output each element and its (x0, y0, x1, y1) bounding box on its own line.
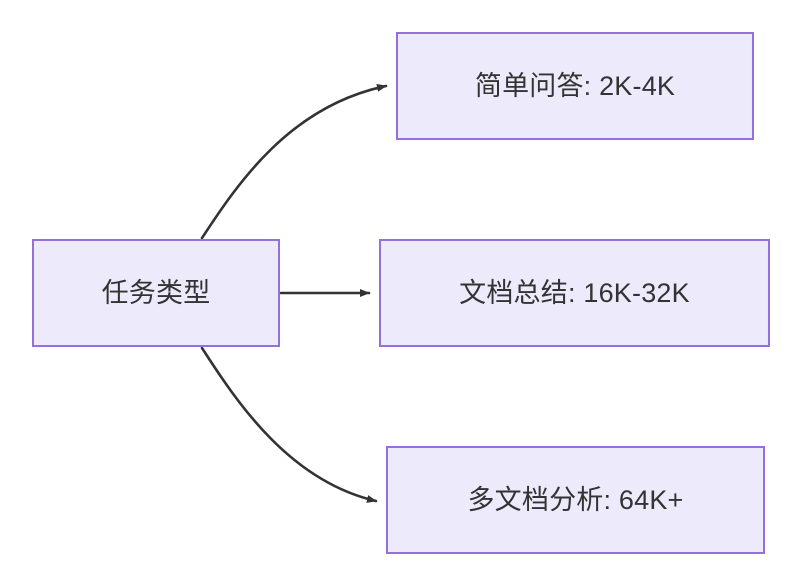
node-doc-summary[interactable]: 文档总结: 16K-32K (379, 239, 770, 347)
node-task-type-label: 任务类型 (101, 277, 211, 308)
node-multi-doc[interactable]: 多文档分析: 64K+ (386, 446, 765, 554)
node-multi-doc-label: 多文档分析: 64K+ (467, 484, 684, 515)
node-task-type[interactable]: 任务类型 (32, 239, 280, 347)
node-doc-summary-label: 文档总结: 16K-32K (459, 277, 690, 308)
node-simple-qa[interactable]: 简单问答: 2K-4K (396, 32, 754, 140)
edge-source-to-simple-qa (200, 83, 388, 240)
node-simple-qa-label: 简单问答: 2K-4K (474, 70, 676, 101)
edge-source-to-multi-doc (200, 346, 378, 503)
